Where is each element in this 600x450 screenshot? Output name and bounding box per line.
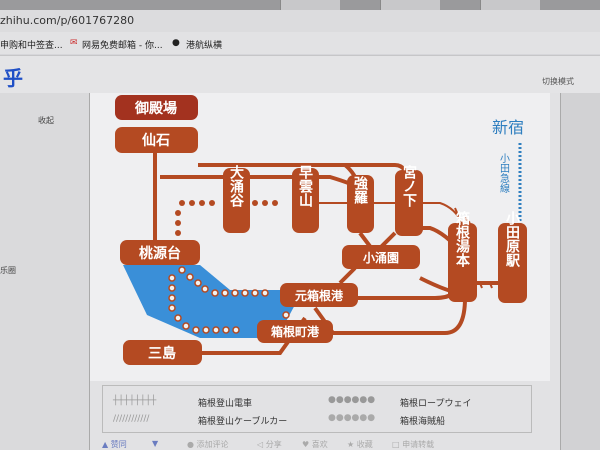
favorite-button[interactable]: ★ 收藏	[347, 440, 373, 449]
tab[interactable]	[380, 0, 440, 10]
legend-ship: 箱根海賊船	[400, 417, 446, 427]
bookmark[interactable]: 港航纵横	[186, 41, 223, 51]
station-motohakone[interactable]: 元箱根港	[280, 283, 358, 307]
station-sounzan[interactable]: 早雲山	[292, 165, 319, 233]
legend-train: 箱根登山電車	[198, 399, 253, 409]
svg-text:御殿場: 御殿場	[134, 100, 177, 117]
comment-button[interactable]: ● 添加评论	[187, 440, 229, 449]
tab[interactable]	[280, 0, 340, 10]
svg-text:箱根町港: 箱根町港	[271, 324, 320, 339]
svg-text:大涌谷: 大涌谷	[228, 164, 244, 208]
svg-text:箱根湯本: 箱根湯本	[454, 210, 470, 268]
mail-icon: ✉	[70, 38, 78, 48]
svg-text:宮ノ下: 宮ノ下	[401, 164, 417, 208]
svg-text:強羅: 強羅	[352, 175, 368, 205]
bookmarks-bar: 申购和中签查... ✉ 网易免费邮箱 - 你... ● 港航纵横	[0, 32, 600, 54]
svg-text:小田原駅: 小田原駅	[504, 211, 520, 268]
ship-route	[168, 266, 290, 334]
station-hakonemachi[interactable]: 箱根町港	[257, 320, 333, 343]
svg-text:早雲山: 早雲山	[297, 165, 313, 208]
station-mishima[interactable]: 三島	[123, 340, 202, 365]
station-sengoku[interactable]: 仙石	[115, 127, 198, 153]
address-bar[interactable]: zhihu.com/p/601767280	[0, 10, 600, 32]
upvote-button[interactable]: ▲ 赞同	[102, 440, 127, 449]
station-odawara[interactable]: 小田原駅	[498, 211, 527, 303]
svg-text:元箱根港: 元箱根港	[295, 288, 344, 303]
tab[interactable]	[480, 0, 540, 10]
svg-text:桃源台: 桃源台	[139, 245, 181, 262]
downvote-button[interactable]: ▼	[152, 439, 159, 448]
url-text: zhihu.com/p/601767280	[0, 14, 135, 27]
station-togendai[interactable]: 桃源台	[120, 240, 200, 265]
collapse-button[interactable]: 收起	[38, 116, 54, 125]
train-rail	[318, 202, 493, 289]
legend-cable: 箱根登山ケーブルカー	[198, 417, 288, 427]
station-gora[interactable]: 強羅	[347, 175, 374, 233]
right-panel	[560, 93, 600, 450]
reprint-button[interactable]: □ 申请转载	[392, 440, 435, 449]
sidebar-item[interactable]: 乐圈	[0, 266, 16, 275]
bookmark[interactable]: 申购和中签查...	[0, 41, 63, 51]
legend-ropeway: 箱根ロープウェイ	[400, 399, 472, 409]
ropeway-legend-symbol: ●●●●●●	[328, 395, 376, 405]
hakone-route-map: 御殿場 仙石 大涌谷 早雲山 強羅 宮ノ下 桃源台 小涌園 箱根湯本 小田原駅 …	[90, 93, 550, 381]
ship-legend-symbol: ●●●●●●	[328, 413, 376, 423]
share-button[interactable]: ◁ 分享	[257, 440, 282, 449]
station-miyanoshita[interactable]: 宮ノ下	[395, 164, 423, 236]
svg-text:小涌園: 小涌園	[363, 250, 399, 265]
station-shinjuku[interactable]: 新宿	[492, 118, 524, 137]
article-content: 御殿場 仙石 大涌谷 早雲山 強羅 宮ノ下 桃源台 小涌園 箱根湯本 小田原駅 …	[90, 93, 560, 450]
sidebar: 收起 乐圈	[0, 93, 90, 450]
odakyu-line-label: 小田急線	[498, 153, 510, 193]
logo[interactable]: 乎	[3, 66, 23, 90]
bookmark[interactable]: 网易免费邮箱 - 你...	[82, 41, 163, 51]
lake-ashi	[123, 265, 303, 338]
station-kowakien[interactable]: 小涌園	[342, 245, 420, 269]
station-owakudani[interactable]: 大涌谷	[223, 164, 250, 233]
svg-text:仙石: 仙石	[142, 132, 170, 149]
train-legend-symbol: ┼┼┼┼┼┼┼┼	[113, 396, 157, 406]
station-gotemba[interactable]: 御殿場	[115, 95, 198, 120]
site-header: 乎 切换模式	[0, 55, 600, 93]
like-button[interactable]: ♥ 喜欢	[302, 440, 328, 449]
tab-bar	[0, 0, 600, 10]
svg-text:三島: 三島	[148, 345, 176, 362]
switch-mode-button[interactable]: 切换模式	[542, 77, 574, 86]
cable-legend-symbol: ////////////	[113, 414, 150, 424]
map-legend: ┼┼┼┼┼┼┼┼ 箱根登山電車 //////////// 箱根登山ケーブルカー …	[102, 385, 532, 433]
globe-icon: ●	[172, 38, 180, 48]
station-hakone-yumoto[interactable]: 箱根湯本	[448, 210, 477, 302]
